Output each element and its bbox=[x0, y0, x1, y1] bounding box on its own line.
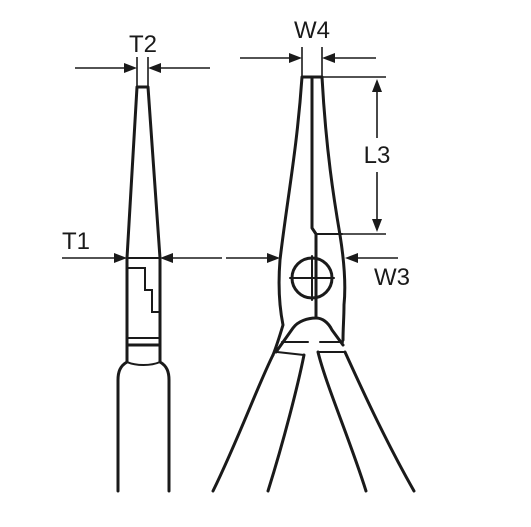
l3-arrowhead-top bbox=[372, 79, 382, 92]
l3-label: L3 bbox=[364, 142, 391, 169]
w3-arrowhead-right bbox=[345, 253, 358, 263]
dimension-t2: T2 bbox=[75, 31, 210, 87]
side-view-joint-detail bbox=[126, 257, 161, 339]
front-view-left-handle bbox=[211, 353, 306, 493]
pliers-side-view bbox=[116, 85, 171, 493]
front-view-right-jaw-outline bbox=[310, 75, 347, 347]
w3-label: W3 bbox=[374, 264, 410, 291]
l3-arrowhead-bottom bbox=[372, 219, 382, 232]
w4-arrowhead-right bbox=[322, 53, 335, 63]
pliers-front-view bbox=[211, 75, 416, 493]
front-view-right-collar bbox=[317, 341, 346, 353]
t1-label: T1 bbox=[62, 228, 90, 255]
dimension-w3: W3 bbox=[226, 253, 410, 291]
side-view-jaw-outline bbox=[125, 85, 162, 347]
t1-arrowhead-left bbox=[114, 253, 127, 263]
front-view-right-handle bbox=[316, 350, 416, 493]
front-view-left-jaw-outline bbox=[271, 75, 318, 357]
w3-arrowhead-left bbox=[267, 253, 280, 263]
w4-arrowhead-left bbox=[289, 53, 302, 63]
t2-label: T2 bbox=[129, 31, 157, 58]
t2-arrowhead-right bbox=[148, 63, 161, 73]
side-view-handle-outline bbox=[116, 343, 171, 493]
dimension-l3: L3 bbox=[322, 76, 391, 235]
w4-label: W4 bbox=[294, 17, 330, 44]
dimension-w4: W4 bbox=[240, 17, 376, 77]
t2-arrowhead-left bbox=[124, 63, 137, 73]
dimension-t1: T1 bbox=[62, 228, 222, 263]
front-view-left-collar bbox=[276, 341, 309, 356]
side-view-handle-collar bbox=[126, 361, 161, 366]
t1-arrowhead-right bbox=[160, 253, 173, 263]
